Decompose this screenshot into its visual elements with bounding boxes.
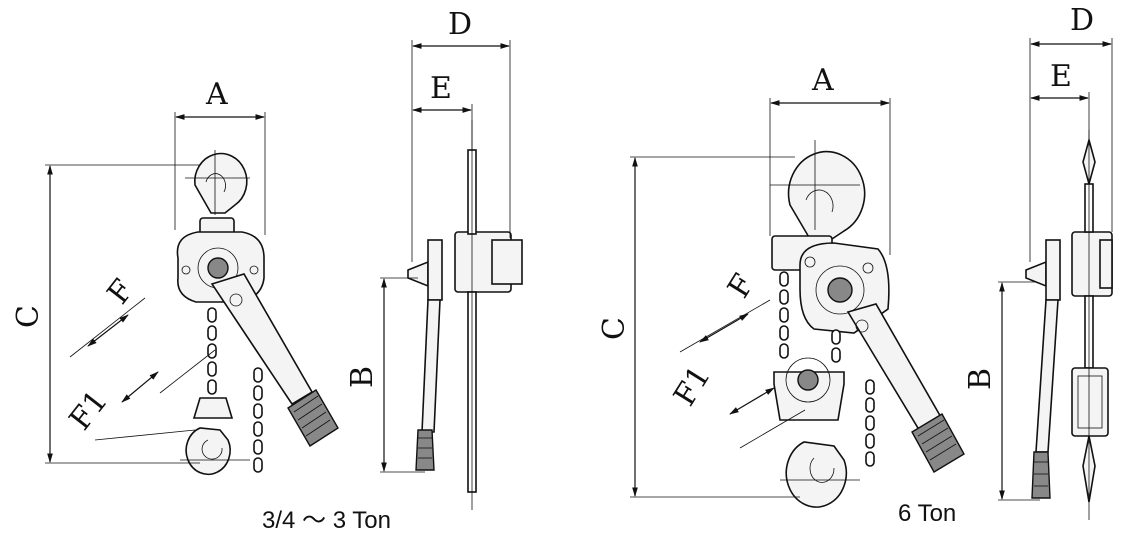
- large-hoist-front-view: [630, 98, 965, 508]
- label-b-small: B: [345, 366, 380, 388]
- label-e-large: E: [1050, 59, 1072, 94]
- label-a-small: A: [205, 77, 228, 112]
- caption-small-model: 3/4 ～ 3 Ton: [262, 507, 391, 534]
- label-f1-large: F1: [667, 360, 718, 412]
- large-hoist-side-view: [998, 38, 1113, 520]
- label-e-small: E: [430, 71, 452, 106]
- label-d-large: D: [1070, 3, 1094, 38]
- caption-large-model: 6 Ton: [898, 500, 957, 527]
- small-hoist-side-view: [380, 40, 523, 510]
- label-a-large: A: [811, 63, 834, 98]
- label-f-small: F: [101, 273, 141, 311]
- small-hoist-front-view: [45, 112, 339, 476]
- label-b-large: B: [963, 368, 998, 390]
- label-c-small: C: [11, 305, 46, 328]
- label-f1-small: F1: [63, 384, 115, 437]
- label-c-large: C: [597, 317, 632, 340]
- label-f-large: F: [721, 268, 762, 304]
- label-d-small: D: [448, 7, 472, 42]
